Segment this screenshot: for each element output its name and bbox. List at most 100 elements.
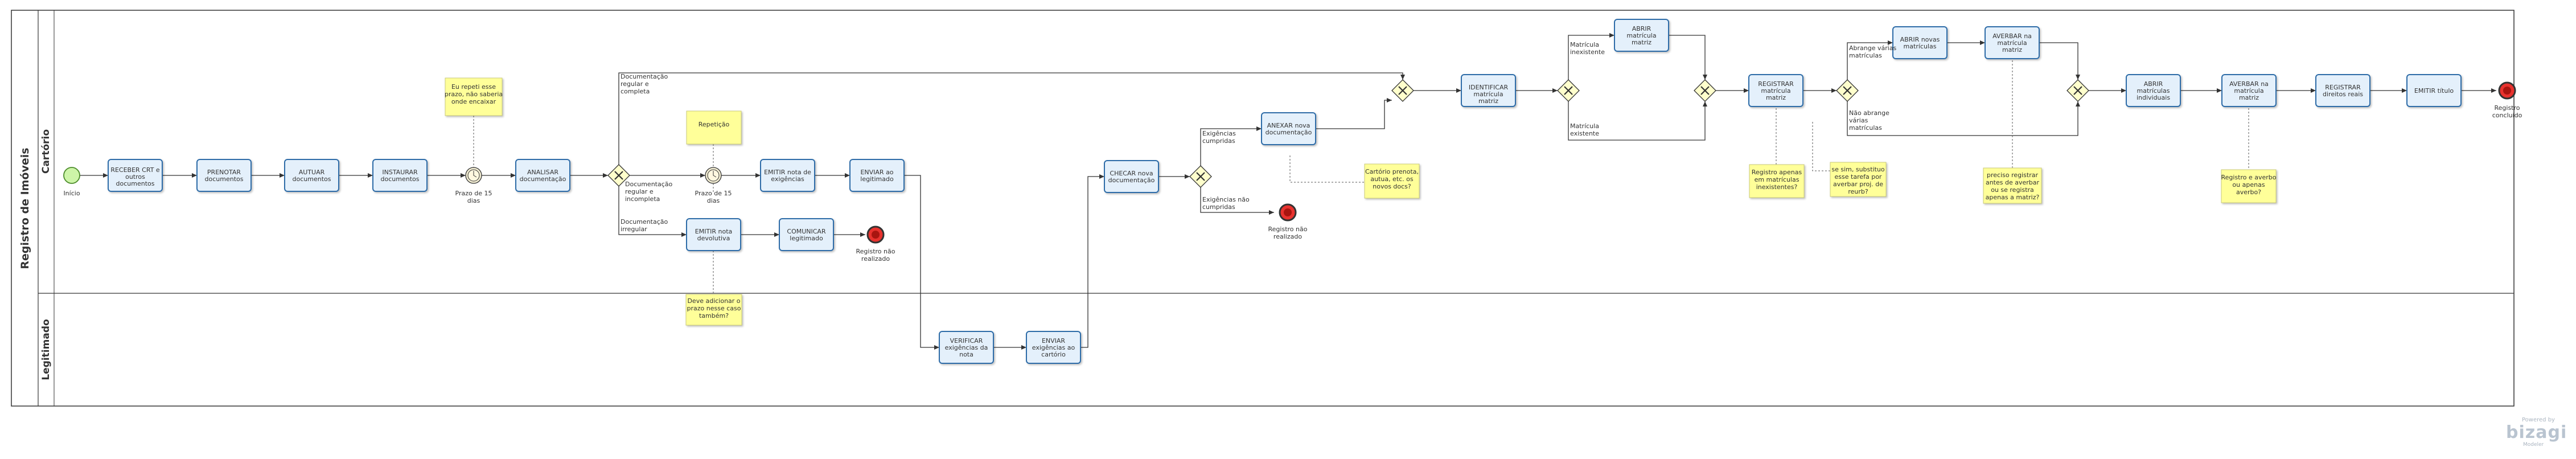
gateway-merge-2[interactable]: [1694, 79, 1716, 102]
gateway-varias-matriculas[interactable]: [1836, 79, 1859, 102]
flow-averbar-gw7: [2039, 42, 2080, 80]
bizagi-logo: Powered by bizagi Modeler: [2499, 417, 2567, 449]
logo-module: Modeler: [2523, 442, 2544, 448]
svg-text:EMITIR título: EMITIR título: [2414, 87, 2454, 95]
lane-cartorio-title: Cartório: [40, 129, 52, 174]
flow-gw2-anexar: [1200, 126, 1262, 166]
lane-legitimado-title: Legitimado: [40, 319, 52, 380]
logo-powered-by: Powered by: [2522, 417, 2555, 423]
flow-gw6-down: [1847, 101, 2080, 136]
svg-text:Repetição: Repetição: [699, 121, 730, 128]
note-repeticao[interactable]: Repetição: [686, 110, 742, 145]
end1-line2: realizado: [861, 255, 890, 263]
flow-gw1-top: [618, 72, 1405, 165]
logo-brand: bizagi: [2506, 423, 2567, 442]
task-emitir-titulo[interactable]: EMITIR título: [2406, 74, 2462, 107]
sequence-flows: [80, 33, 2496, 350]
flow-abrirmatriz-gw5: [1669, 35, 1707, 80]
flow-enviarcart-checar: [1080, 174, 1104, 348]
flow-enviar-verificar: [904, 175, 939, 350]
gateway-merge-3[interactable]: [2066, 79, 2089, 102]
flow-gw4-down: [1568, 101, 1707, 141]
gateway-exigencias[interactable]: [1189, 165, 1212, 188]
flow-gw4-abrirmatriz: [1568, 33, 1614, 80]
gateway-matricula[interactable]: [1557, 79, 1580, 102]
flow-gw2-end2: [1200, 187, 1274, 215]
end1-line1: Registro não: [856, 248, 895, 255]
gateway-merge-1[interactable]: [1391, 79, 1414, 102]
start-event[interactable]: Início: [63, 167, 80, 197]
gateway-documentacao[interactable]: [607, 164, 630, 187]
